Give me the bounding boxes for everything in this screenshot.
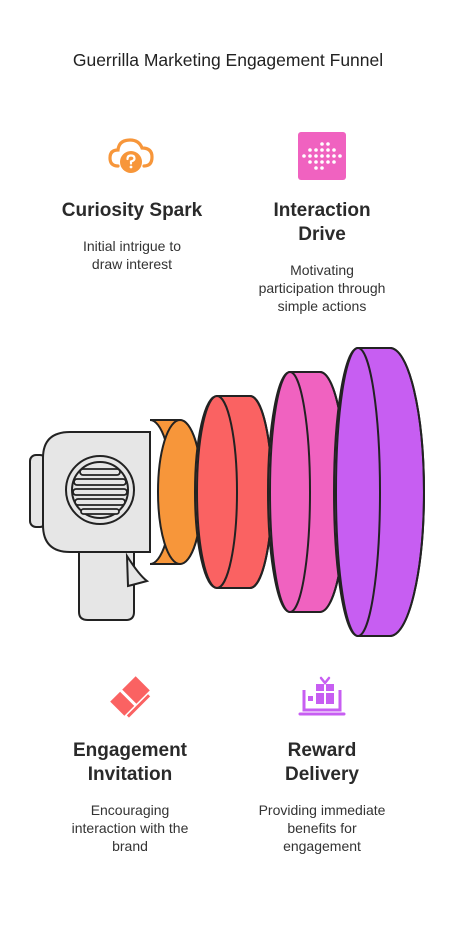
card-curiosity-spark: Curiosity Spark Initial intrigue to draw…	[42, 130, 222, 273]
gift-laptop-icon	[232, 670, 412, 727]
dots-grid-icon	[232, 130, 412, 187]
page-title: Guerrilla Marketing Engagement Funnel	[72, 50, 384, 70]
card-description: Motivating participation through simple …	[258, 262, 386, 314]
card-heading: Engagement Invitation	[72, 740, 188, 785]
card-description: Providing immediate benefits for engagem…	[258, 802, 386, 854]
megaphone-funnel-illustration	[29, 347, 425, 637]
cloud-question-icon	[42, 130, 222, 187]
funnel-ring-curiosity-spark	[149, 419, 203, 565]
speaker-grille-icon	[65, 455, 135, 525]
card-heading: Interaction Drive	[273, 200, 371, 245]
card-reward-delivery: Reward Delivery Providing immediate bene…	[232, 670, 412, 855]
ticket-icon	[40, 670, 220, 727]
card-engagement-invitation: Engagement Invitation Encouraging intera…	[40, 670, 220, 855]
megaphone-trigger	[125, 552, 150, 588]
card-interaction-drive: Interaction Drive Motivating participati…	[232, 130, 412, 315]
card-description: Encouraging interaction with the brand	[71, 802, 189, 854]
funnel-ring-engagement-invitation	[194, 395, 273, 589]
funnel-ring-reward-delivery	[333, 347, 425, 637]
megaphone-handle	[78, 542, 135, 621]
card-heading: Curiosity Spark	[61, 200, 203, 221]
card-description: Initial intrigue to draw interest	[82, 238, 182, 272]
card-heading: Reward Delivery	[285, 740, 359, 785]
